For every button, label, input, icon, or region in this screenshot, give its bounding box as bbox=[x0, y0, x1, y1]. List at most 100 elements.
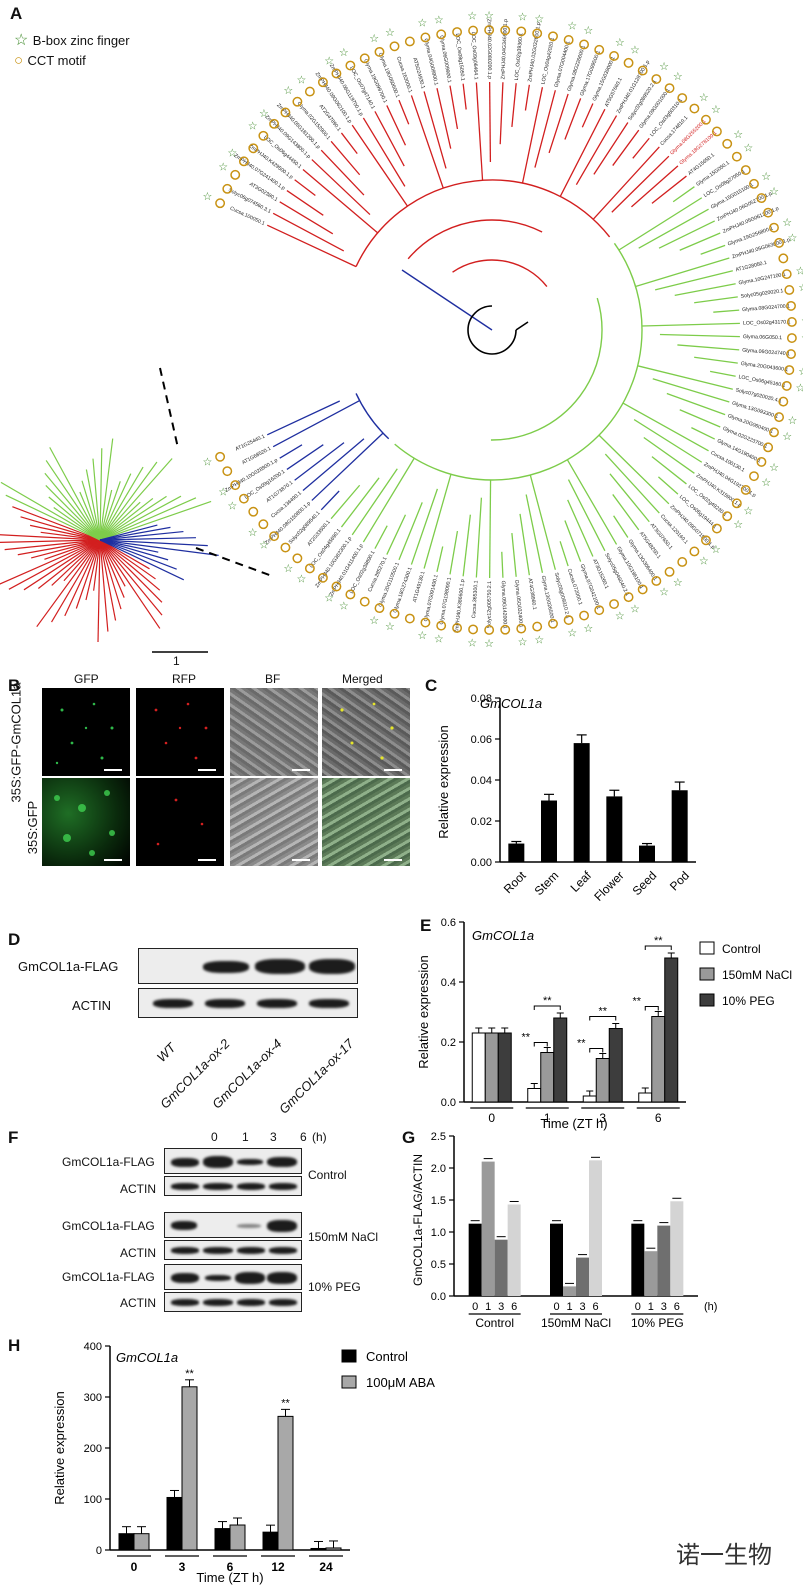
mini-branch bbox=[99, 537, 196, 541]
mini-branch bbox=[99, 495, 182, 541]
mini-branch bbox=[99, 539, 219, 556]
blot-f1-actin-label: ACTIN bbox=[120, 1182, 156, 1196]
blot-f1-condition: Control bbox=[308, 1168, 347, 1182]
blot-f2-condition: 150mM NaCl bbox=[308, 1230, 379, 1244]
circle-icon bbox=[304, 86, 315, 97]
clade-arc bbox=[407, 219, 543, 260]
mini-branch bbox=[92, 458, 101, 541]
chart-g-x-tick-label: 6 bbox=[592, 1301, 598, 1313]
circle-icon bbox=[778, 396, 789, 407]
blot-f3-actin-label: ACTIN bbox=[120, 1296, 156, 1310]
chart-h-bar bbox=[181, 1386, 198, 1551]
tree-branch bbox=[612, 129, 640, 166]
circle-icon bbox=[248, 143, 259, 154]
tree-branch bbox=[475, 497, 483, 578]
chart-h-xlabel: Time (ZT h) bbox=[196, 1570, 263, 1585]
leaf-label: Glyma.06G009900.1 bbox=[438, 35, 452, 83]
mini-branch bbox=[99, 539, 177, 570]
chart-h-legend-swatch bbox=[341, 1375, 357, 1389]
star-icon: ☆ bbox=[733, 519, 743, 531]
panel-g-label: G bbox=[402, 1128, 416, 1147]
chart-h-y-tick-label: 0 bbox=[96, 1545, 102, 1557]
chart-e-bar bbox=[497, 1032, 512, 1103]
circle-icon bbox=[500, 624, 511, 635]
mini-branch bbox=[48, 496, 101, 541]
mini-branch bbox=[99, 524, 158, 541]
chart-g-y-tick-label: 0.5 bbox=[431, 1259, 446, 1271]
star-icon: ☆ bbox=[324, 55, 334, 67]
mini-branch bbox=[99, 539, 185, 581]
tree-branch bbox=[524, 84, 530, 111]
star-icon: ☆ bbox=[534, 13, 544, 25]
chart-e-sig-bracket bbox=[644, 1006, 659, 1011]
tree-branch bbox=[641, 322, 740, 327]
chart-e-bar bbox=[471, 1032, 486, 1103]
time-0: 0 bbox=[211, 1130, 218, 1144]
mini-tree bbox=[0, 438, 219, 642]
chart-e-bar bbox=[582, 1095, 597, 1103]
circle-icon bbox=[269, 118, 280, 129]
star-icon: ☆ bbox=[518, 636, 528, 648]
circle-icon bbox=[548, 618, 558, 629]
mini-branch bbox=[99, 501, 141, 541]
lane-ox2: GmCOL1a-ox-2 bbox=[157, 1036, 233, 1112]
chart-h-y-tick-label: 400 bbox=[84, 1341, 102, 1353]
tree-branch bbox=[279, 201, 334, 235]
leaf-label: Glyma.04G009900.1 bbox=[422, 38, 438, 86]
chart-c-y-tick-label: 0.02 bbox=[471, 816, 492, 828]
tree-branch bbox=[501, 551, 504, 578]
blot-f1-flag bbox=[164, 1148, 302, 1174]
circle-icon bbox=[740, 165, 751, 175]
leaf-label: ZmPHJ40.K315900.1.p bbox=[695, 473, 743, 509]
blot-f3-condition: 10% PEG bbox=[308, 1280, 361, 1294]
mini-branch bbox=[99, 539, 159, 553]
blot-d-row-flag: GmCOL1a-FLAG bbox=[18, 959, 119, 974]
chart-g-y-tick-label: 1.5 bbox=[431, 1195, 446, 1207]
tree-root bbox=[515, 321, 529, 331]
circle-icon bbox=[532, 621, 543, 632]
micrograph-merged-fusion bbox=[322, 688, 410, 776]
leaf-label: Solyc07g020020.4.1 bbox=[735, 387, 782, 404]
blot-f2-flag-label: GmCOL1a-FLAG bbox=[62, 1219, 155, 1233]
star-icon: ☆ bbox=[583, 25, 593, 37]
mini-branch bbox=[37, 539, 101, 589]
circle-icon bbox=[238, 156, 249, 167]
tree-branch bbox=[672, 186, 695, 203]
tree-branch bbox=[592, 146, 660, 220]
tree-branch bbox=[525, 494, 544, 573]
blot-f2-actin bbox=[164, 1240, 302, 1260]
tree-branch bbox=[651, 175, 687, 204]
chart-g-group-label: 10% PEG bbox=[631, 1316, 684, 1330]
chart-c-x-tick-label: Stem bbox=[532, 868, 562, 898]
tree-branch bbox=[559, 108, 606, 197]
circle-icon bbox=[784, 284, 795, 295]
tree-branch bbox=[700, 244, 726, 255]
mini-branch bbox=[99, 461, 158, 541]
col-gfp: GFP bbox=[74, 672, 99, 686]
tree-branch bbox=[320, 490, 340, 511]
circle-icon bbox=[609, 51, 620, 61]
mini-branch bbox=[36, 539, 101, 628]
chart-e-sig-label: ** bbox=[543, 995, 552, 1007]
zoom-connector-upper bbox=[159, 367, 179, 449]
circle-icon bbox=[389, 608, 400, 619]
star-icon: ☆ bbox=[296, 573, 306, 585]
leaf-label: Cucsa.365300.1 bbox=[471, 580, 479, 618]
circle-icon bbox=[452, 27, 463, 37]
circle-icon bbox=[749, 471, 759, 482]
tree-branch bbox=[666, 392, 726, 416]
chart-g-x-tick-label: 1 bbox=[648, 1301, 654, 1313]
star-icon: ☆ bbox=[659, 61, 669, 73]
star-icon: ☆ bbox=[782, 431, 792, 443]
mini-branch bbox=[99, 500, 212, 541]
chart-g-x-tick-label: 3 bbox=[498, 1301, 504, 1313]
circle-icon bbox=[769, 427, 779, 438]
circle-icon bbox=[292, 553, 303, 564]
chart-c-ylabel: Relative expression bbox=[436, 725, 451, 838]
mini-branch bbox=[4, 539, 101, 551]
circle-icon bbox=[374, 46, 385, 57]
chart-h-sig-label: ** bbox=[185, 1368, 194, 1380]
mini-branch bbox=[53, 507, 101, 541]
circle-icon bbox=[784, 365, 795, 376]
mini-branch bbox=[45, 460, 101, 541]
